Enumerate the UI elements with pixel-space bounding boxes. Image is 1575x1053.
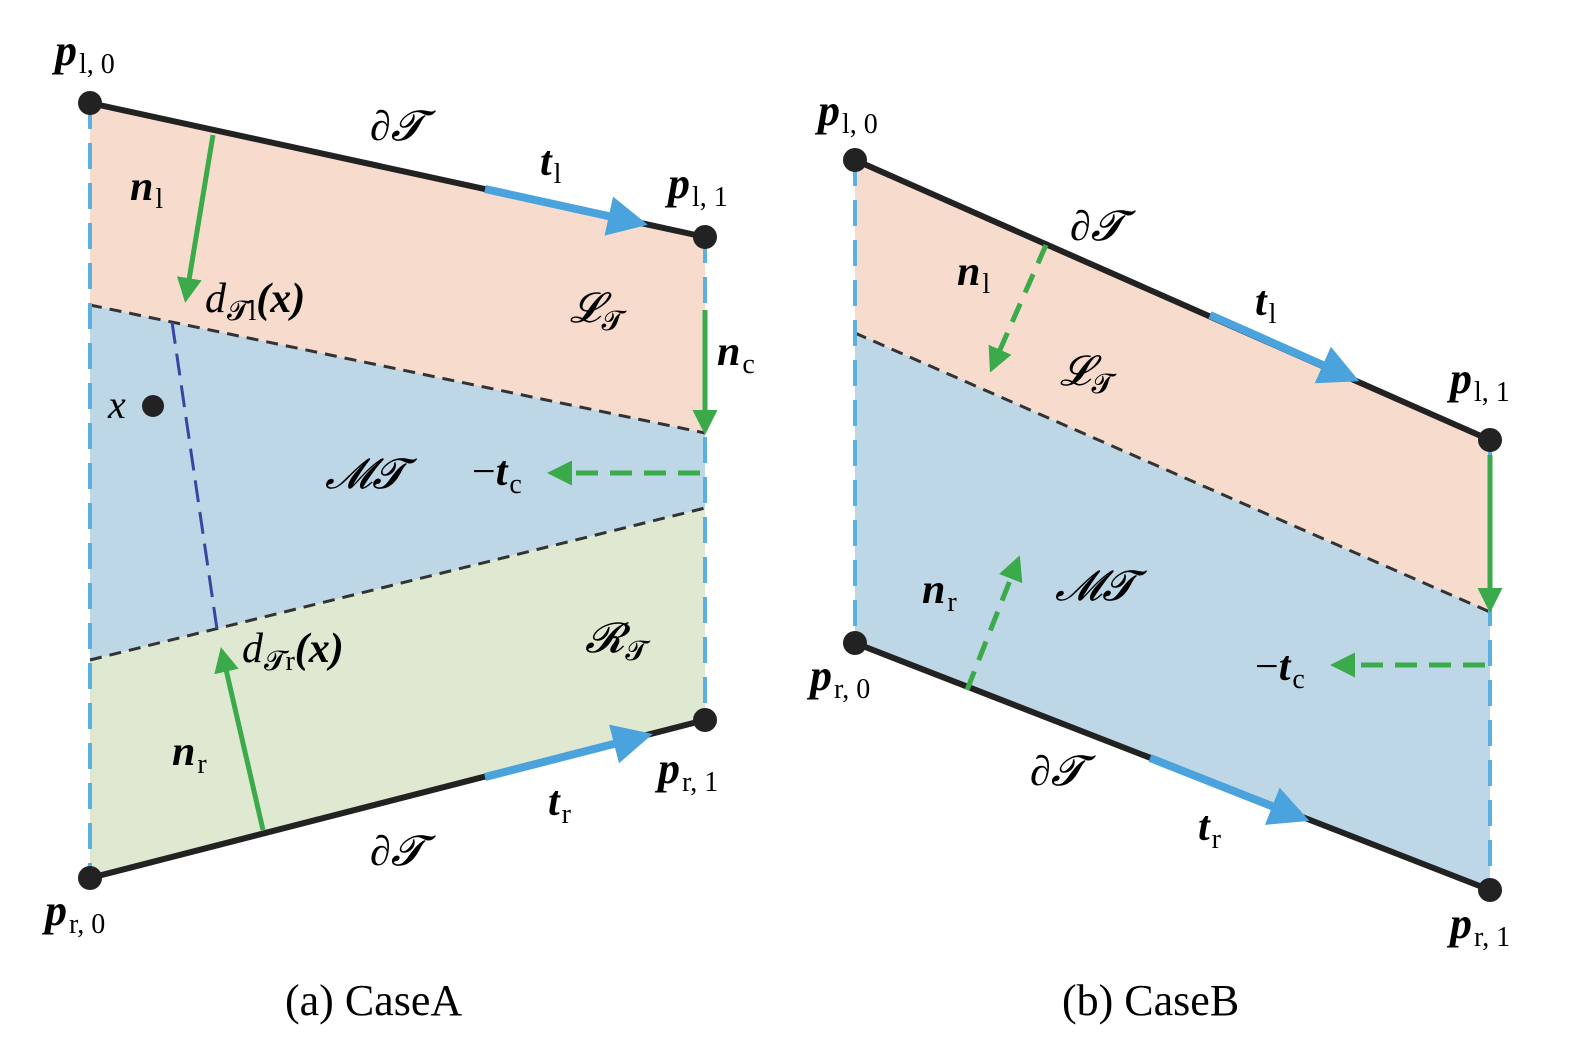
label-p-r0-a: pr, 0	[41, 886, 105, 940]
label-R-T-a: 𝓡𝓣	[585, 616, 651, 667]
label-n-r-a: nr	[172, 729, 207, 780]
point-x-a	[142, 395, 164, 417]
vertex-p-l1-b	[1478, 428, 1502, 452]
vertex-p-r1-a	[693, 708, 717, 732]
n-l-arrow-a	[176, 134, 216, 303]
label-p-r1-b: pr, 1	[1446, 899, 1510, 953]
caption-b: (b) CaseB	[1062, 976, 1239, 1025]
caption-a: (a) CaseA	[285, 976, 462, 1025]
label-n-c-a: nc	[717, 329, 755, 380]
label-t-r-b: tr	[1198, 804, 1222, 855]
label-p-l1-a: pl, 1	[664, 159, 728, 213]
right-divider-a	[89, 506, 706, 662]
label-neg-t-c-b: −tc	[1255, 644, 1305, 695]
label-p-l0-b: pl, 0	[814, 86, 878, 140]
panel-b: pl, 0 pl, 1 pr, 0 pr, 1 ∂𝓣 ∂𝓣 tl tr nl n…	[806, 86, 1510, 1025]
middle-region-a	[90, 305, 705, 660]
panel-a: pl, 0 pl, 1 pr, 0 pr, 1 ∂𝓣 ∂𝓣 tl tr nl n…	[41, 26, 755, 1025]
label-t-l-a: tl	[540, 139, 562, 190]
left-region-b	[855, 160, 1490, 612]
label-boundary-top-a: ∂𝓣	[370, 104, 437, 150]
n-r-arrow-b	[964, 555, 1023, 691]
label-n-r-b: nr	[922, 567, 957, 618]
left-divider-b	[854, 331, 1491, 614]
right-region-a	[90, 508, 705, 878]
label-p-l1-b: pl, 1	[1446, 354, 1510, 408]
vertex-p-l1-a	[693, 225, 717, 249]
left-region-a	[90, 103, 705, 433]
label-n-l-a: nl	[130, 164, 163, 215]
t-l-arrow-b	[1208, 311, 1360, 384]
label-neg-t-c-a: −tc	[472, 449, 522, 500]
label-t-l-b: tl	[1255, 279, 1277, 330]
n-l-arrow-b	[988, 243, 1049, 373]
label-boundary-top-b: ∂𝓣	[1070, 204, 1137, 250]
label-p-r0-b: pr, 0	[806, 651, 870, 705]
vertex-p-r0-a	[78, 866, 102, 890]
vertex-p-r0-b	[843, 631, 867, 655]
label-boundary-bottom-a: ∂𝓣	[370, 829, 437, 875]
vertex-p-l0-b	[843, 148, 867, 172]
vertex-p-r1-b	[1478, 878, 1502, 902]
top-boundary-b	[853, 157, 1492, 443]
vertex-p-l0-a	[78, 91, 102, 115]
t-r-arrow-b	[1148, 754, 1310, 825]
label-d-Tr-a: d𝓣r(x)	[242, 626, 344, 677]
label-boundary-bottom-b: ∂𝓣	[1030, 749, 1097, 795]
label-d-Tl-a: d𝓣l(x)	[205, 276, 305, 327]
t-l-arrow-a	[484, 185, 648, 236]
label-M-T-a: 𝓜𝓣	[325, 452, 418, 498]
n-r-arrow-a	[214, 647, 266, 831]
label-x-a: x	[107, 382, 126, 427]
label-p-r1-a: pr, 1	[654, 744, 718, 798]
label-t-r-a: tr	[548, 779, 572, 830]
t-r-arrow-a	[484, 724, 653, 781]
label-p-l0-a: pl, 0	[51, 26, 115, 80]
left-divider-a	[89, 303, 706, 435]
label-M-T-b: 𝓜𝓣	[1055, 564, 1148, 610]
label-n-l-b: nl	[957, 249, 990, 300]
distance-line-a	[170, 321, 220, 637]
middle-region-b	[855, 333, 1490, 890]
